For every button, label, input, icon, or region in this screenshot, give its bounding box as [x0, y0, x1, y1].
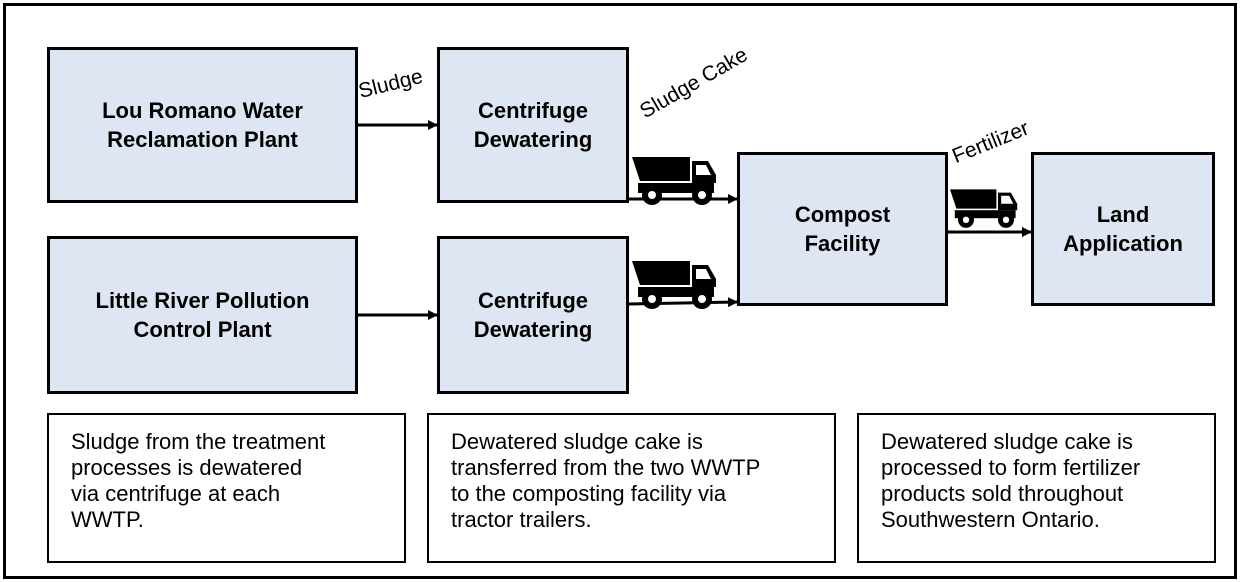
note-transfer: Dewatered sludge cake is transferred fro… — [427, 413, 836, 563]
note-dewatering: Sludge from the treatment processes is d… — [47, 413, 406, 563]
node-little-river: Little River Pollution Control Plant — [47, 236, 358, 394]
note-processing: Dewatered sludge cake is processed to fo… — [857, 413, 1216, 563]
node-lou-romano: Lou Romano Water Reclamation Plant — [47, 47, 358, 203]
node-land-application: Land Application — [1031, 152, 1215, 306]
dump-truck-icon — [950, 189, 1018, 228]
node-centrifuge-bottom: Centrifuge Dewatering — [437, 236, 629, 394]
node-compost: Compost Facility — [737, 152, 948, 306]
node-centrifuge-top: Centrifuge Dewatering — [437, 47, 629, 203]
